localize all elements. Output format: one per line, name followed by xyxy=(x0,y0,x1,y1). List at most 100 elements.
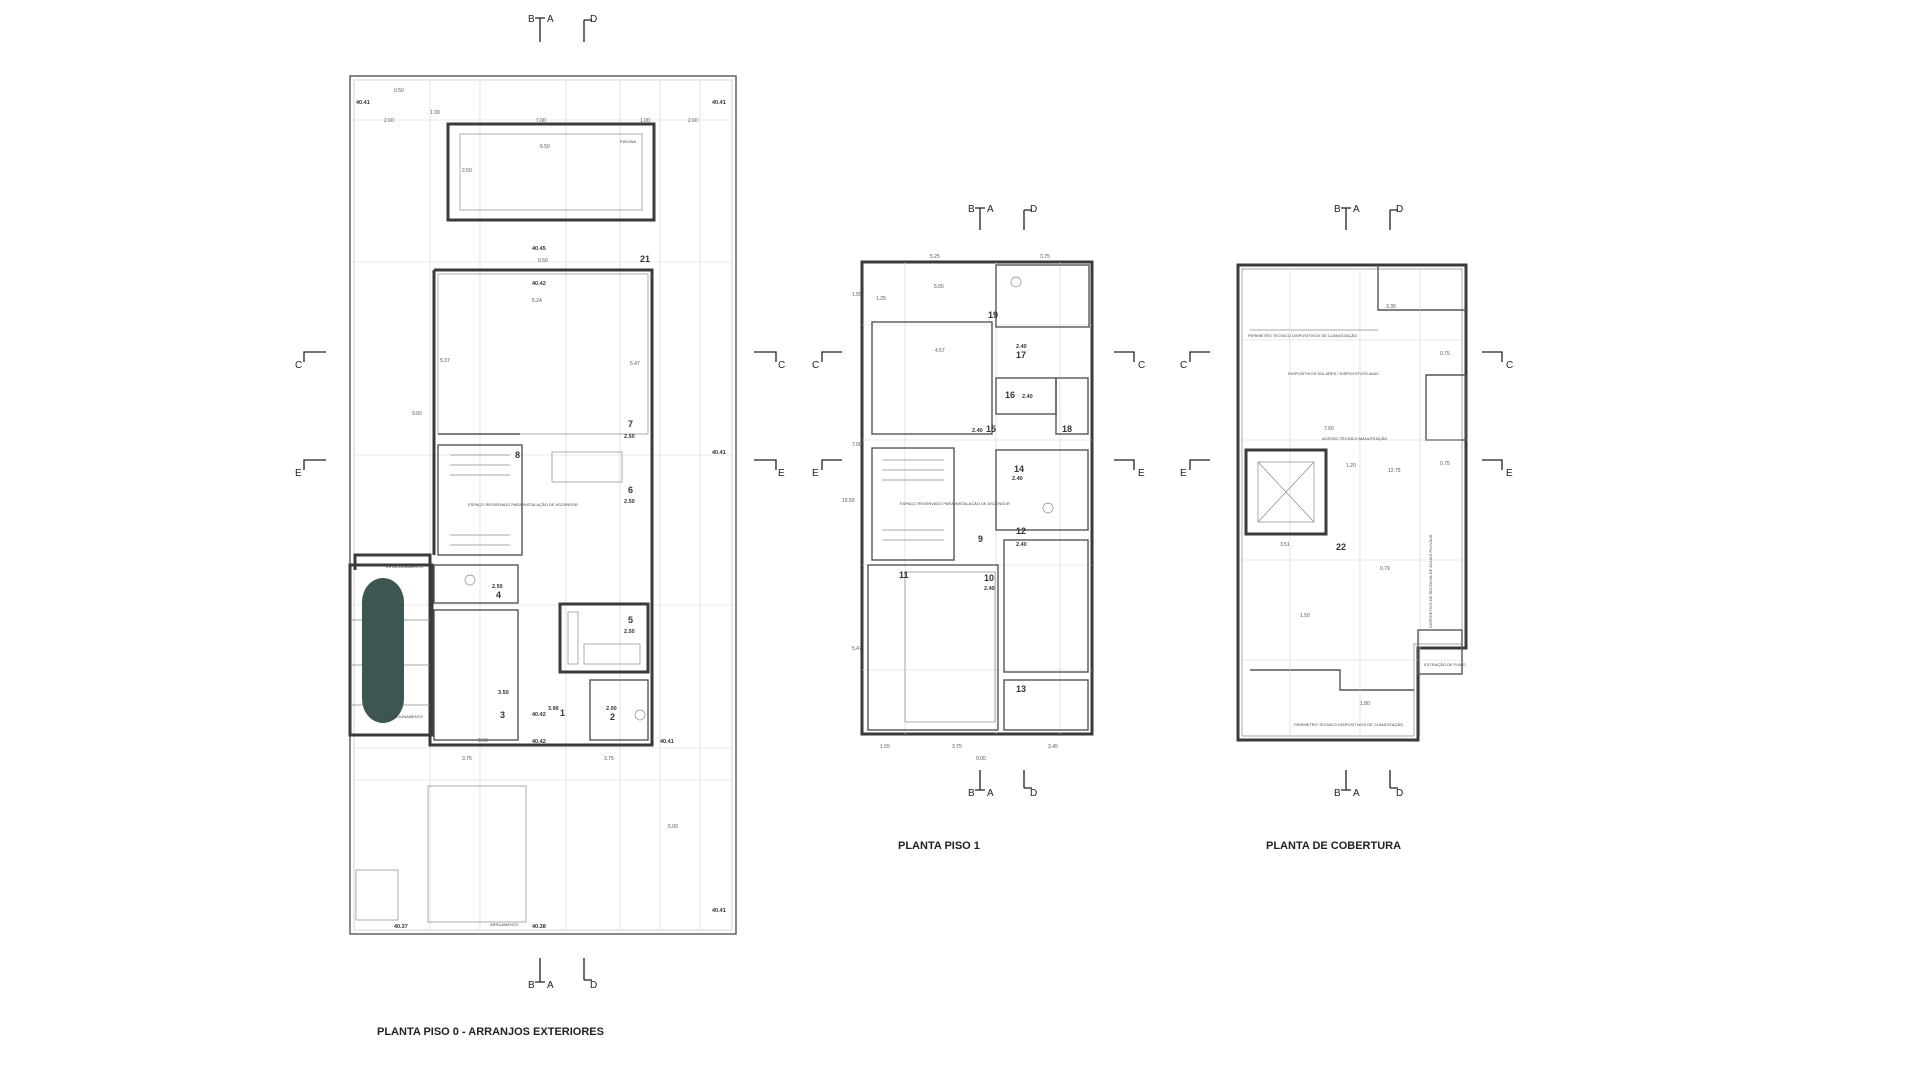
svg-text:2.40: 2.40 xyxy=(1016,542,1027,548)
svg-text:3.75: 3.75 xyxy=(462,756,472,762)
street-label: ARRUAMENTO xyxy=(490,922,518,927)
svg-text:2.50: 2.50 xyxy=(462,168,472,174)
svg-text:7.00: 7.00 xyxy=(536,118,546,124)
room-11-box xyxy=(867,564,999,731)
room-8: 8 xyxy=(515,450,520,460)
svg-text:E: E xyxy=(778,468,785,479)
ground-stairs xyxy=(437,444,523,556)
svg-text:5.47: 5.47 xyxy=(630,361,640,367)
svg-text:3.35: 3.35 xyxy=(1386,304,1396,310)
svg-text:10: 10 xyxy=(984,573,994,583)
svg-text:40.38: 40.38 xyxy=(532,924,546,930)
section-marker-roof-sides: C C E E xyxy=(1180,351,1513,479)
room-6: 6 xyxy=(628,485,633,495)
section-marker-ground-top: B A D xyxy=(528,14,597,42)
section-marker-ground-sides: C C E E xyxy=(295,351,785,479)
room-14-box xyxy=(995,449,1089,531)
svg-text:11: 11 xyxy=(899,570,909,580)
svg-text:4.57: 4.57 xyxy=(935,348,945,354)
ground-room-numbers: 1 3.90 2 2.00 3 3.50 4 2.50 5 2.50 6 2.5… xyxy=(492,254,650,722)
svg-text:B: B xyxy=(1334,788,1341,799)
svg-text:6.50: 6.50 xyxy=(540,144,550,150)
svg-text:40.41: 40.41 xyxy=(712,908,726,914)
svg-text:1.00: 1.00 xyxy=(430,110,440,116)
svg-text:1.55: 1.55 xyxy=(880,744,890,750)
svg-text:B: B xyxy=(968,204,975,215)
svg-text:5.47: 5.47 xyxy=(852,646,862,652)
svg-text:1.55: 1.55 xyxy=(852,292,862,298)
svg-text:D: D xyxy=(590,14,597,25)
svg-text:2.40: 2.40 xyxy=(972,428,983,434)
section-marker-first-bottom: B A D xyxy=(968,770,1037,799)
parking-label-bottom: ESTACIONAMENTO xyxy=(386,714,423,719)
svg-text:12.75: 12.75 xyxy=(1388,468,1401,474)
plan-ground-floor: PISCINA ESPAÇO RESERVADO PARA INSTALAÇÃO… xyxy=(348,75,737,1038)
pool-label: PISCINA xyxy=(620,139,636,144)
ground-plan-title: PLANTA PISO 0 - ARRANJOS EXTERIORES xyxy=(377,1026,604,1038)
svg-text:0.75: 0.75 xyxy=(1440,351,1450,357)
svg-text:5.00: 5.00 xyxy=(668,824,678,830)
svg-text:E: E xyxy=(812,468,819,479)
smoke-extraction-box xyxy=(1417,629,1463,675)
svg-text:17: 17 xyxy=(1016,350,1026,360)
roof-stair-box xyxy=(1244,448,1328,536)
ground-grid xyxy=(354,80,732,930)
svg-text:5.37: 5.37 xyxy=(440,358,450,364)
svg-text:B: B xyxy=(968,788,975,799)
svg-text:2.60: 2.60 xyxy=(688,118,698,124)
car-icon xyxy=(362,578,404,723)
first-grid xyxy=(862,262,1092,734)
room-6-area: 2.50 xyxy=(624,499,635,505)
first-elevator-label: ESPAÇO RESERVADO PARA INSTALAÇÃO DE ASCE… xyxy=(900,501,1010,506)
svg-text:7.60: 7.60 xyxy=(1324,426,1334,432)
plan-roof: PERIMETRO TECNICO DISPOSITIVOS DE CLIMAT… xyxy=(1236,263,1468,852)
svg-text:0.50: 0.50 xyxy=(478,738,488,744)
svg-text:1.20: 1.20 xyxy=(1346,463,1356,469)
svg-text:0.79: 0.79 xyxy=(1380,566,1390,572)
svg-text:40.41: 40.41 xyxy=(712,450,726,456)
svg-text:A: A xyxy=(1353,204,1360,215)
svg-text:1.25: 1.25 xyxy=(876,296,886,302)
svg-text:C: C xyxy=(1506,360,1513,371)
svg-text:16: 16 xyxy=(1005,390,1015,400)
roof-perimeter-top-label: PERIMETRO TECNICO DISPOSITIVOS DE CLIMAT… xyxy=(1248,333,1357,338)
parking-label-top: ESTACIONAMENTO xyxy=(386,564,423,569)
svg-text:A: A xyxy=(987,788,994,799)
svg-text:D: D xyxy=(1396,788,1403,799)
room-10-box xyxy=(904,571,996,723)
svg-text:A: A xyxy=(547,14,554,25)
svg-text:B: B xyxy=(528,14,535,25)
section-markers: B A D B A D C C E E B A D xyxy=(295,14,1513,991)
svg-text:C: C xyxy=(1180,360,1187,371)
section-marker-first-top: B A D xyxy=(968,204,1037,230)
first-stairs xyxy=(871,447,955,561)
room-3: 3 xyxy=(500,710,505,720)
garden-area xyxy=(427,785,527,923)
garage-room xyxy=(433,609,519,741)
svg-text:40.37: 40.37 xyxy=(394,924,408,930)
svg-text:2.40: 2.40 xyxy=(1022,394,1033,400)
svg-text:3.75: 3.75 xyxy=(952,744,962,750)
first-plan-title: PLANTA PISO 1 xyxy=(898,840,980,852)
svg-text:13: 13 xyxy=(1016,684,1026,694)
svg-text:3.45: 3.45 xyxy=(1048,744,1058,750)
svg-text:40.42: 40.42 xyxy=(532,739,546,745)
room-12-box xyxy=(1003,539,1089,673)
room-2-area: 2.00 xyxy=(606,706,617,712)
svg-text:2.40: 2.40 xyxy=(1012,476,1023,482)
svg-text:2.40: 2.40 xyxy=(984,586,995,592)
room-1-area: 3.90 xyxy=(548,706,559,712)
site-boundary-inner xyxy=(353,79,733,931)
room-3-area: 3.50 xyxy=(498,690,509,696)
svg-text:C: C xyxy=(812,360,819,371)
kitchen xyxy=(558,602,650,674)
svg-text:40.41: 40.41 xyxy=(712,100,726,106)
svg-text:40.42: 40.42 xyxy=(532,712,546,718)
svg-text:40.42: 40.42 xyxy=(532,281,546,287)
room-4-area: 2.50 xyxy=(492,584,503,590)
room-7-area: 2.50 xyxy=(624,434,635,440)
room-5: 5 xyxy=(628,615,633,625)
svg-text:0.50: 0.50 xyxy=(394,88,404,94)
svg-text:C: C xyxy=(778,360,785,371)
section-marker-first-sides: C C E E xyxy=(812,351,1145,479)
